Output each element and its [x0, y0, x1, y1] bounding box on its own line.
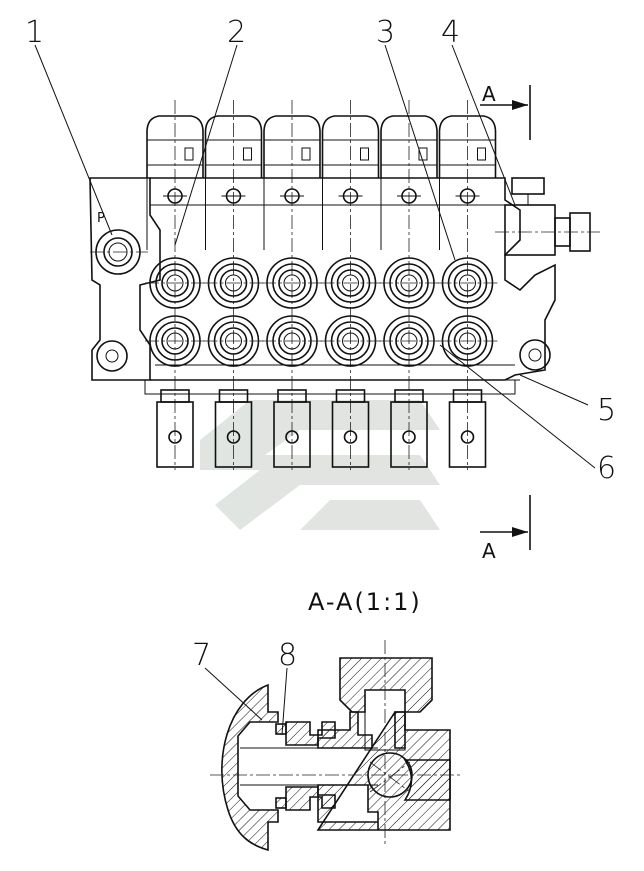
section-cap — [263, 100, 321, 470]
spool-end — [390, 389, 428, 468]
section-marker-top: A — [480, 82, 531, 140]
spool-end — [214, 389, 253, 468]
section-cap — [380, 100, 438, 470]
work-port — [262, 257, 322, 309]
watermark-logo — [200, 400, 440, 530]
work-port — [203, 315, 264, 367]
work-port — [437, 257, 498, 309]
section-title: A-A(1:1) — [308, 588, 422, 616]
callout-2: 2 — [227, 15, 246, 50]
work-port — [320, 315, 381, 367]
port-label-p: P — [97, 211, 105, 226]
valve-spools — [156, 389, 487, 468]
section-marker-top-label: A — [482, 82, 496, 106]
section-cap — [146, 100, 204, 470]
callout-8: 8 — [278, 638, 297, 673]
work-port — [203, 257, 264, 309]
work-port — [437, 315, 498, 367]
section-marker-bottom: A — [480, 495, 531, 563]
spool-end — [331, 389, 370, 468]
callout-4: 4 — [441, 15, 460, 50]
work-port — [145, 257, 205, 309]
section-cap — [321, 100, 380, 470]
section-marker-bottom-label: A — [482, 539, 496, 563]
valve-ports — [145, 257, 498, 367]
valve-caps — [146, 100, 497, 470]
valve-body — [89, 177, 600, 395]
callout-6: 6 — [597, 451, 616, 486]
callout-1: 1 — [25, 15, 44, 50]
callout-5: 5 — [597, 393, 616, 428]
spool-end — [156, 389, 194, 468]
work-port — [320, 257, 381, 309]
work-port — [262, 315, 322, 367]
spool-end — [273, 389, 311, 468]
work-port — [145, 315, 205, 367]
section-cap — [204, 100, 263, 470]
spool-end — [448, 389, 487, 468]
leader-lines — [34, 44, 596, 736]
callout-7: 7 — [192, 638, 211, 673]
work-port — [379, 257, 439, 309]
callout-3: 3 — [376, 15, 395, 50]
section-view — [210, 640, 460, 852]
work-port — [379, 315, 439, 367]
